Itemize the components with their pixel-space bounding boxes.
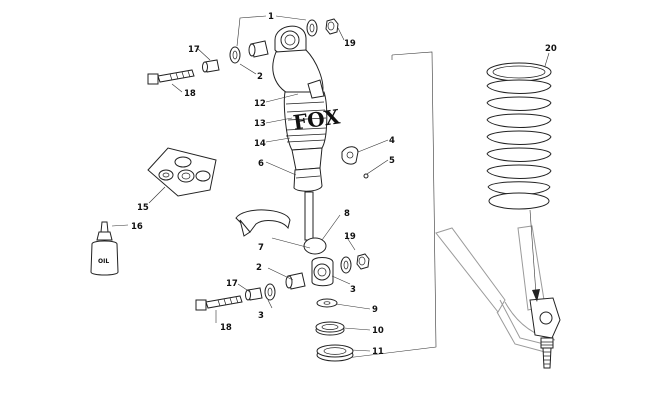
callout-10: 10 — [372, 326, 384, 336]
callout-9: 9 — [372, 305, 378, 315]
shock-coil-section — [285, 127, 327, 143]
assembly-bracket-line — [329, 51, 437, 361]
callout-2-upper: 2 — [257, 72, 263, 82]
callout-15: 15 — [137, 203, 149, 213]
oil-bottle: OIL — [90, 221, 119, 276]
upper-bolt — [147, 69, 195, 85]
callout-5: 5 — [389, 156, 395, 166]
shock-shaft — [304, 191, 314, 241]
callout-18-lower: 18 — [220, 323, 232, 333]
callout-13: 13 — [254, 119, 266, 129]
callout-numbers: 1 19 17 2 18 12 13 14 6 4 5 15 16 8 7 19… — [131, 12, 557, 357]
callout-8: 8 — [344, 209, 350, 219]
callout-4: 4 — [389, 136, 395, 146]
shock-lower-body — [291, 147, 323, 192]
shock-bump-stop — [303, 237, 327, 255]
callout-19-lower: 19 — [344, 232, 356, 242]
callout-7: 7 — [258, 243, 264, 253]
installation-arrow — [529, 209, 540, 302]
lower-spacer-ring — [264, 283, 276, 301]
valve-o-ring — [363, 173, 369, 179]
upper-bushing-right — [306, 19, 318, 37]
seal-kit — [147, 147, 217, 197]
shock-lower-eye — [311, 257, 334, 287]
callout-12: 12 — [254, 99, 266, 109]
callout-14: 14 — [254, 139, 266, 149]
upper-nut — [325, 18, 339, 35]
lower-bushing-right — [340, 256, 352, 274]
lower-washer — [245, 287, 263, 301]
shock-upper-eye — [274, 25, 307, 55]
upper-spacer-ring — [229, 46, 241, 64]
callout-18-upper: 18 — [184, 89, 196, 99]
spring-locknut — [315, 321, 345, 336]
upper-washer — [202, 59, 220, 73]
callout-2-lower: 2 — [256, 263, 262, 273]
shock-logo: FOX — [292, 104, 342, 134]
spring-retainer-clip — [235, 209, 291, 237]
coil-spring — [486, 62, 552, 210]
lower-bushing — [285, 272, 306, 290]
flat-washer — [316, 298, 338, 308]
callout-17-lower: 17 — [226, 279, 238, 289]
callout-17-upper: 17 — [188, 45, 200, 55]
callout-20: 20 — [545, 44, 557, 54]
lower-nut — [356, 253, 370, 270]
callout-3-upper: 3 — [350, 285, 356, 295]
callout-6: 6 — [258, 159, 264, 169]
callout-19-upper: 19 — [344, 39, 356, 49]
leader-lines — [111, 15, 550, 352]
callout-11: 11 — [372, 347, 384, 357]
callout-16: 16 — [131, 222, 143, 232]
frame-shock-mount — [529, 297, 561, 369]
reservoir-valve-cap — [341, 146, 359, 165]
callout-3-lower: 3 — [258, 311, 264, 321]
oil-bottle-label: OIL — [98, 258, 109, 265]
spring-adjuster-nut — [316, 344, 354, 362]
upper-bushing — [248, 40, 269, 58]
frame-ghost-outline — [435, 225, 556, 353]
lower-bolt — [195, 295, 243, 311]
callout-1: 1 — [268, 12, 274, 22]
